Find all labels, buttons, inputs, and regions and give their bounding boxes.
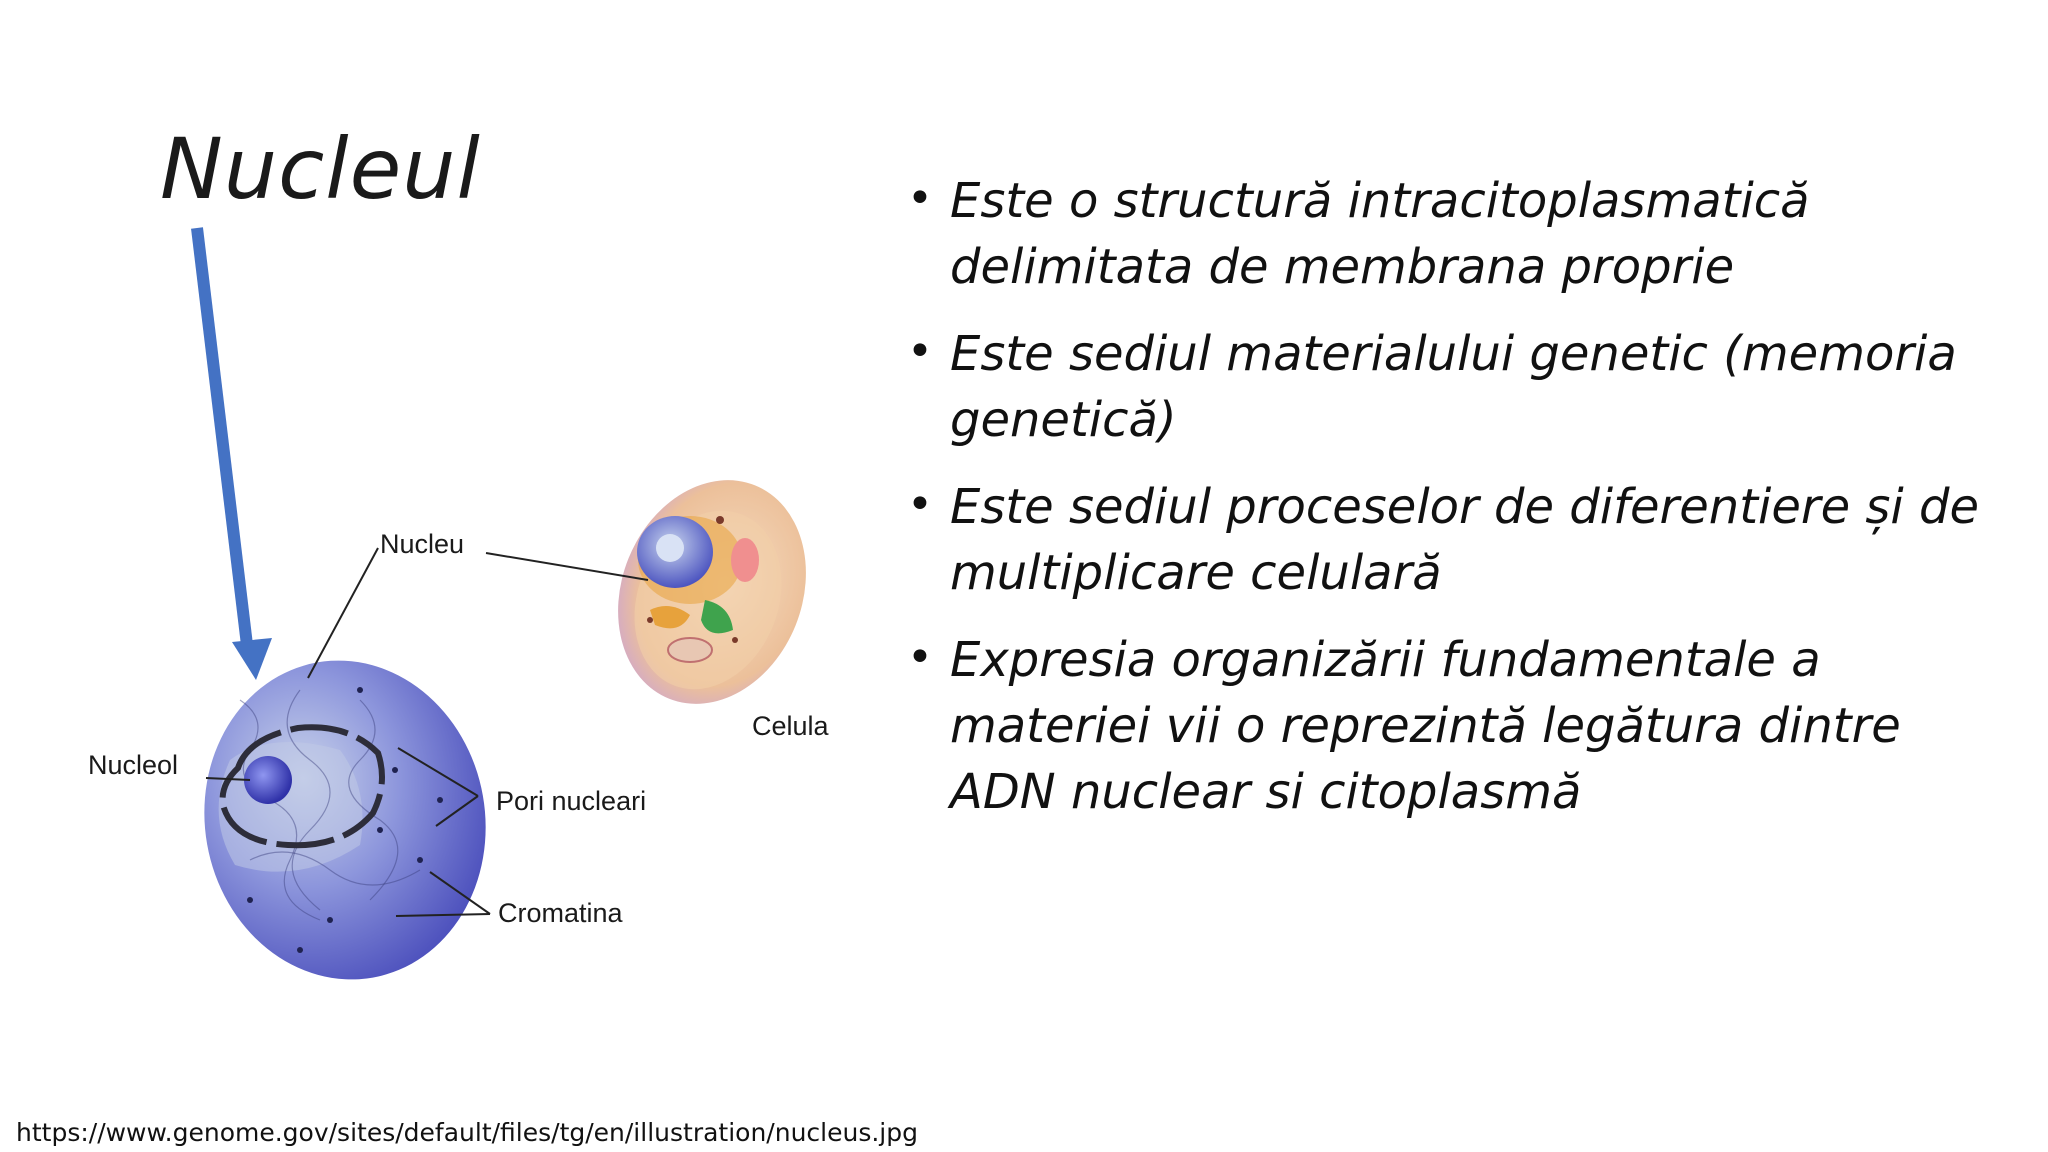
bullet-item: • Este sediul proceselor de diferentiere… bbox=[905, 474, 2015, 606]
bullet-text: Este o structură intracitoplasmatică del… bbox=[950, 173, 1810, 295]
bullet-text: Este sediul materialului genetic (memori… bbox=[950, 326, 1957, 448]
slide-title: Nucleul bbox=[160, 120, 481, 218]
cell-illustration bbox=[618, 480, 806, 704]
label-nucleol: Nucleol bbox=[88, 750, 178, 780]
label-pori-nucleari: Pori nucleari bbox=[496, 786, 646, 816]
bullet-item: • Este o structură intracitoplasmatică d… bbox=[905, 168, 2015, 300]
bullet-item: • Expresia organizării fundamentale a ma… bbox=[905, 627, 2015, 825]
bullet-marker: • bbox=[907, 479, 933, 530]
bullet-list: • Este o structură intracitoplasmatică d… bbox=[905, 168, 2015, 846]
bullet-marker: • bbox=[907, 326, 933, 377]
label-cromatina: Cromatina bbox=[498, 898, 624, 928]
bullet-text: Expresia organizării fundamentale a mate… bbox=[950, 632, 1901, 820]
blue-arrow bbox=[191, 227, 272, 680]
bullet-marker: • bbox=[907, 632, 933, 683]
leader-lines bbox=[205, 547, 649, 917]
bullet-text: Este sediul proceselor de diferentiere ș… bbox=[950, 479, 1980, 601]
bullet-marker: • bbox=[907, 173, 933, 224]
source-url: https://www.genome.gov/sites/default/fil… bbox=[16, 1118, 918, 1147]
label-celula: Celula bbox=[752, 711, 830, 741]
nucleus-body bbox=[204, 660, 486, 980]
bullet-item: • Este sediul materialului genetic (memo… bbox=[905, 321, 2015, 453]
label-nucleu: Nucleu bbox=[380, 529, 464, 559]
